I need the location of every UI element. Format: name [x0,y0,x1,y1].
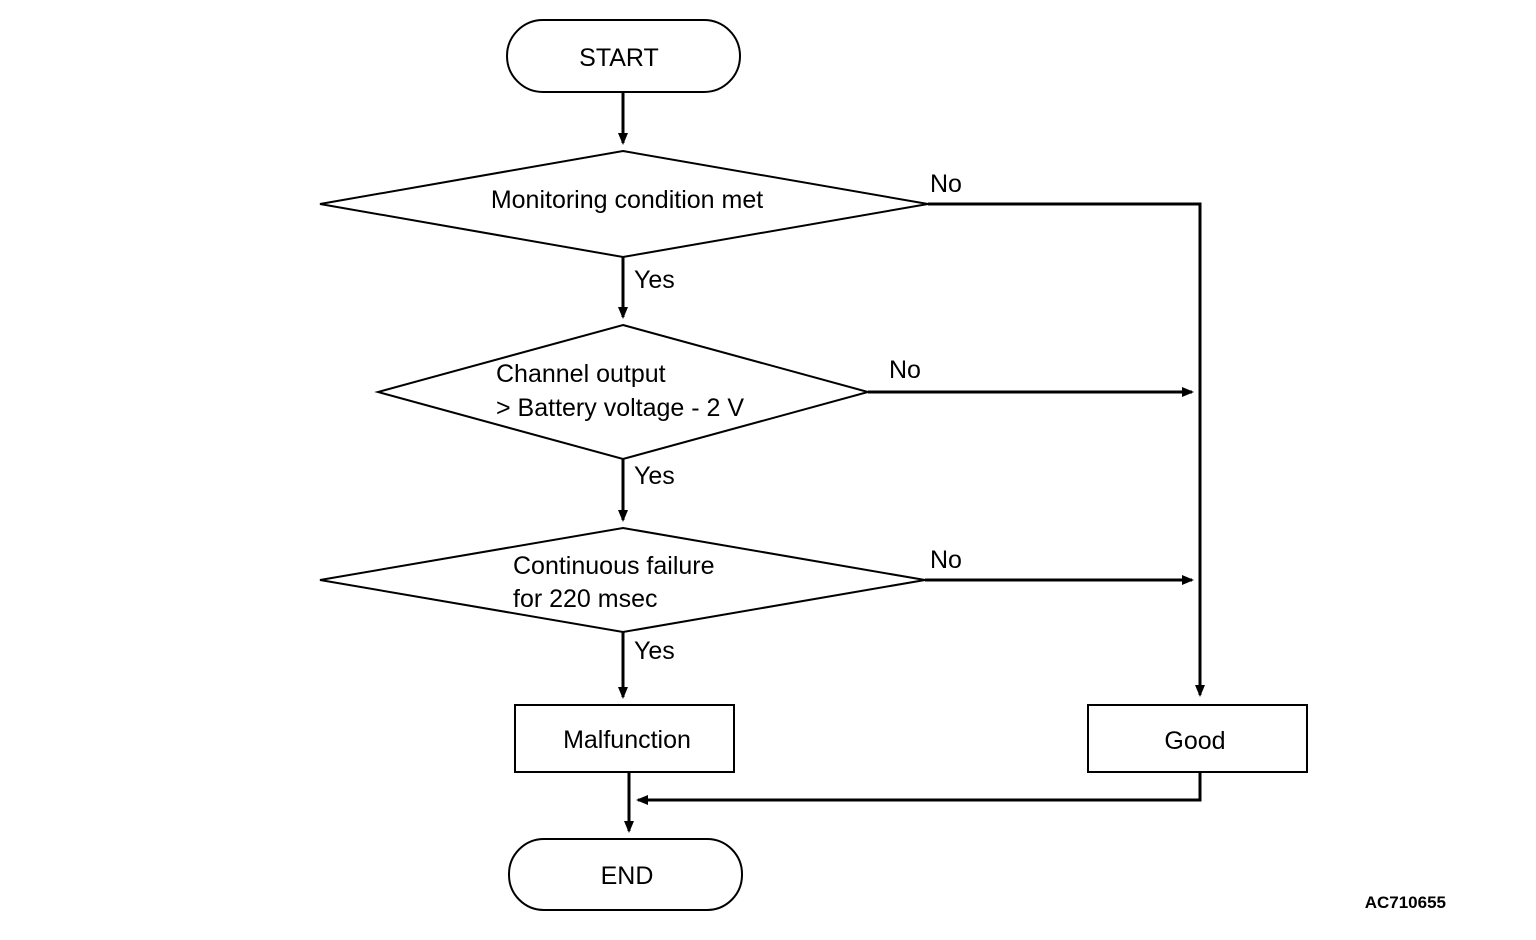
decision-3-yes-label: Yes [634,637,675,665]
connector-good-to-end [636,772,1202,805]
good-box [1087,704,1308,773]
good-label: Good [1164,727,1225,755]
decision-2-yes-label: Yes [634,462,675,490]
decision-2-no-label: No [889,356,921,384]
figure-code: AC710655 [1365,893,1446,912]
decision-3-diamond [319,526,926,634]
decision-1-no-label: No [930,170,962,198]
malfunction-label: Malfunction [563,726,691,754]
decision-1-yes-label: Yes [634,266,675,294]
malfunction-box [514,704,735,773]
end-label: END [601,862,654,890]
end-terminator [508,838,743,911]
decision-2-diamond [374,323,872,461]
decision-2-label-line-1: Channel output [496,360,666,388]
start-label: START [579,44,659,72]
decision-3-label-line-2: for 220 msec [513,585,658,613]
connector-decision-1-no [928,202,1205,697]
decision-3-no-label: No [930,546,962,574]
decision-3-label-line-1: Continuous failure [513,552,715,580]
decision-2-label-line-2: > Battery voltage - 2 V [496,394,744,422]
decision-1-label: Monitoring condition met [491,186,763,214]
